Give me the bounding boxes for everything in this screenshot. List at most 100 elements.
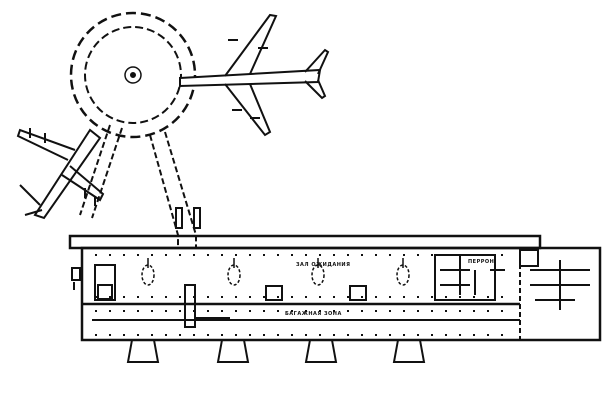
column-dot (431, 310, 433, 312)
column-dot (207, 296, 209, 298)
column-dot (179, 254, 181, 256)
column-dot (263, 334, 265, 336)
column-dot (123, 296, 125, 298)
column-dot (417, 334, 419, 336)
column-dot (347, 334, 349, 336)
column-dot (375, 254, 377, 256)
column-dot (123, 310, 125, 312)
column-dot (333, 334, 335, 336)
column-dot (165, 310, 167, 312)
column-dot (193, 296, 195, 298)
column-dot (221, 310, 223, 312)
column-dot (291, 254, 293, 256)
column-dot (207, 254, 209, 256)
column-dot (179, 310, 181, 312)
column-dot (361, 334, 363, 336)
column-dot (207, 310, 209, 312)
column-dot (109, 310, 111, 312)
column-dot (305, 310, 307, 312)
column-dot (487, 310, 489, 312)
boarding-corridor (149, 131, 201, 248)
column-dot (389, 310, 391, 312)
column-dot (151, 334, 153, 336)
column-dot (319, 310, 321, 312)
column-dot (333, 254, 335, 256)
column-dot (333, 296, 335, 298)
column-dot (221, 334, 223, 336)
column-dot (319, 296, 321, 298)
column-dot (263, 310, 265, 312)
column-dot (375, 296, 377, 298)
column-dot (403, 296, 405, 298)
column-dot (473, 310, 475, 312)
column-dot (305, 254, 307, 256)
column-dot (347, 310, 349, 312)
column-dot (417, 254, 419, 256)
column-dot (291, 296, 293, 298)
boarding-corridor (79, 124, 123, 219)
column-dot (109, 334, 111, 336)
column-dot (487, 254, 489, 256)
column-dot (249, 296, 251, 298)
column-dot (193, 254, 195, 256)
column-dot (501, 334, 503, 336)
column-dot (137, 296, 139, 298)
column-dot (249, 334, 251, 336)
column-dot (445, 334, 447, 336)
column-dot (487, 334, 489, 336)
column-dot (417, 310, 419, 312)
column-dot (95, 310, 97, 312)
column-dot (487, 296, 489, 298)
column-dot (165, 334, 167, 336)
column-dot (291, 310, 293, 312)
satellite-rotunda (69, 11, 197, 139)
column-grid (95, 254, 503, 336)
column-dot (431, 254, 433, 256)
column-dot (277, 310, 279, 312)
column-dot (389, 254, 391, 256)
column-dot (151, 310, 153, 312)
column-dot (137, 334, 139, 336)
lower-zone-label: БАГАЖНАЯ ЗОНА (285, 311, 342, 317)
column-dot (375, 334, 377, 336)
column-dot (165, 296, 167, 298)
column-dot (375, 310, 377, 312)
column-dot (445, 310, 447, 312)
column-dot (417, 296, 419, 298)
jet-bridge (126, 339, 426, 363)
column-dot (445, 254, 447, 256)
terminal-building (68, 234, 602, 342)
column-dot (249, 254, 251, 256)
column-dot (249, 310, 251, 312)
column-dot (221, 254, 223, 256)
column-dot (235, 254, 237, 256)
column-dot (235, 296, 237, 298)
column-dot (431, 334, 433, 336)
column-dot (501, 310, 503, 312)
column-dot (151, 254, 153, 256)
column-dot (95, 334, 97, 336)
column-dot (221, 296, 223, 298)
column-dot (389, 334, 391, 336)
column-dot (235, 310, 237, 312)
column-dot (263, 296, 265, 298)
airplane-icon (179, 13, 330, 137)
column-dot (403, 334, 405, 336)
column-dot (95, 296, 97, 298)
column-dot (277, 334, 279, 336)
column-dot (123, 254, 125, 256)
column-dot (361, 296, 363, 298)
column-dot (347, 254, 349, 256)
column-dot (459, 296, 461, 298)
column-dot (403, 310, 405, 312)
apron-room-label: ПЕРРОН (468, 259, 494, 265)
column-dot (445, 296, 447, 298)
column-dot (459, 334, 461, 336)
column-dot (361, 310, 363, 312)
column-dot (277, 254, 279, 256)
airplane-icon (16, 128, 105, 220)
column-dot (151, 296, 153, 298)
column-dot (361, 254, 363, 256)
